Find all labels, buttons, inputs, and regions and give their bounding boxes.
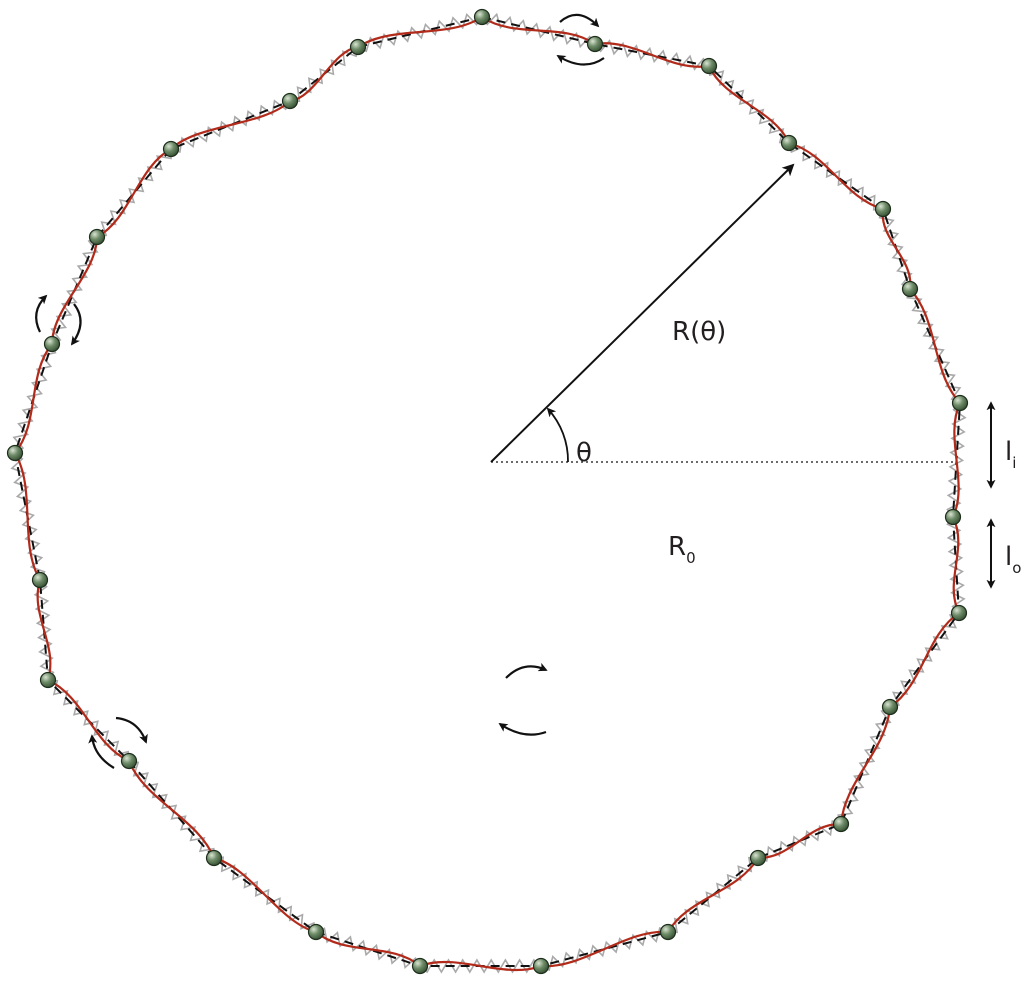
- bead: [532, 957, 550, 975]
- spring-segment: [357, 12, 483, 53]
- bead: [411, 957, 429, 975]
- spring-segment: [47, 679, 130, 762]
- bead: [281, 92, 299, 110]
- bead: [950, 604, 968, 622]
- outer-length-label: lo: [1005, 542, 1021, 577]
- bead: [874, 200, 892, 218]
- bead: [586, 35, 604, 53]
- spring-segment: [170, 99, 291, 153]
- curved-arrow-icon: [88, 734, 115, 769]
- rotation-arrows-bottom-left: [88, 716, 148, 769]
- curved-arrow-icon: [559, 13, 600, 28]
- bead: [120, 752, 138, 770]
- reference-radius-symbol: R: [668, 532, 686, 562]
- spring-segment: [837, 706, 892, 825]
- bead: [43, 335, 61, 353]
- spring-segment: [708, 65, 790, 144]
- bead: [162, 140, 180, 158]
- rotation-arrows-left: [35, 294, 82, 346]
- bead: [780, 134, 798, 152]
- reference-radius-subscript: 0: [686, 549, 696, 567]
- radius-arrow: [490, 163, 795, 463]
- bead: [832, 815, 850, 833]
- spring-segment: [128, 760, 215, 859]
- spring-segment: [315, 927, 421, 970]
- reference-radius-label: R0: [668, 532, 696, 567]
- bead: [944, 508, 962, 526]
- outer-length-subscript: o: [1012, 559, 1021, 577]
- inner-length-subscript: i: [1012, 454, 1016, 472]
- bead: [349, 38, 367, 56]
- curved-arrow-icon: [115, 716, 148, 744]
- rotation-arrows-top: [556, 13, 605, 66]
- filament-curve: [13, 16, 962, 972]
- bead: [205, 849, 223, 867]
- spring-segment: [906, 288, 962, 404]
- rotation-arrows-bottom: [498, 662, 548, 736]
- spring-segment: [788, 142, 884, 211]
- bead: [88, 228, 106, 246]
- inner-length-label: li: [1005, 437, 1016, 472]
- spring-segment: [878, 208, 913, 290]
- angle-label: θ: [576, 438, 592, 468]
- curved-arrow-icon: [498, 723, 547, 736]
- spring-segment: [213, 856, 317, 933]
- bead: [700, 57, 718, 75]
- inner-length-symbol: l: [1005, 437, 1012, 467]
- radius-label: R(θ): [672, 317, 726, 347]
- spring-segment: [12, 343, 57, 454]
- bead: [659, 923, 677, 941]
- bead: [749, 849, 767, 867]
- curved-arrow-icon: [35, 294, 48, 333]
- spring-segment: [33, 579, 55, 681]
- bead-group: [6, 8, 969, 975]
- bead: [6, 444, 24, 462]
- outer-length-symbol: l: [1005, 542, 1012, 572]
- angle-arc-icon: [546, 407, 569, 463]
- curved-arrow-icon: [70, 303, 82, 346]
- spring-segment: [289, 46, 359, 103]
- bead: [901, 280, 919, 298]
- curved-arrow-icon: [505, 662, 548, 679]
- bead: [881, 698, 899, 716]
- spring-segment: [10, 452, 46, 581]
- bead: [39, 671, 57, 689]
- bead: [951, 394, 969, 412]
- spring-segment: [946, 516, 966, 614]
- bead: [473, 8, 491, 26]
- spring-segment: [96, 149, 172, 238]
- spring-segment: [946, 402, 967, 518]
- bead: [307, 923, 325, 941]
- curved-arrow-icon: [556, 55, 605, 66]
- bead: [31, 571, 49, 589]
